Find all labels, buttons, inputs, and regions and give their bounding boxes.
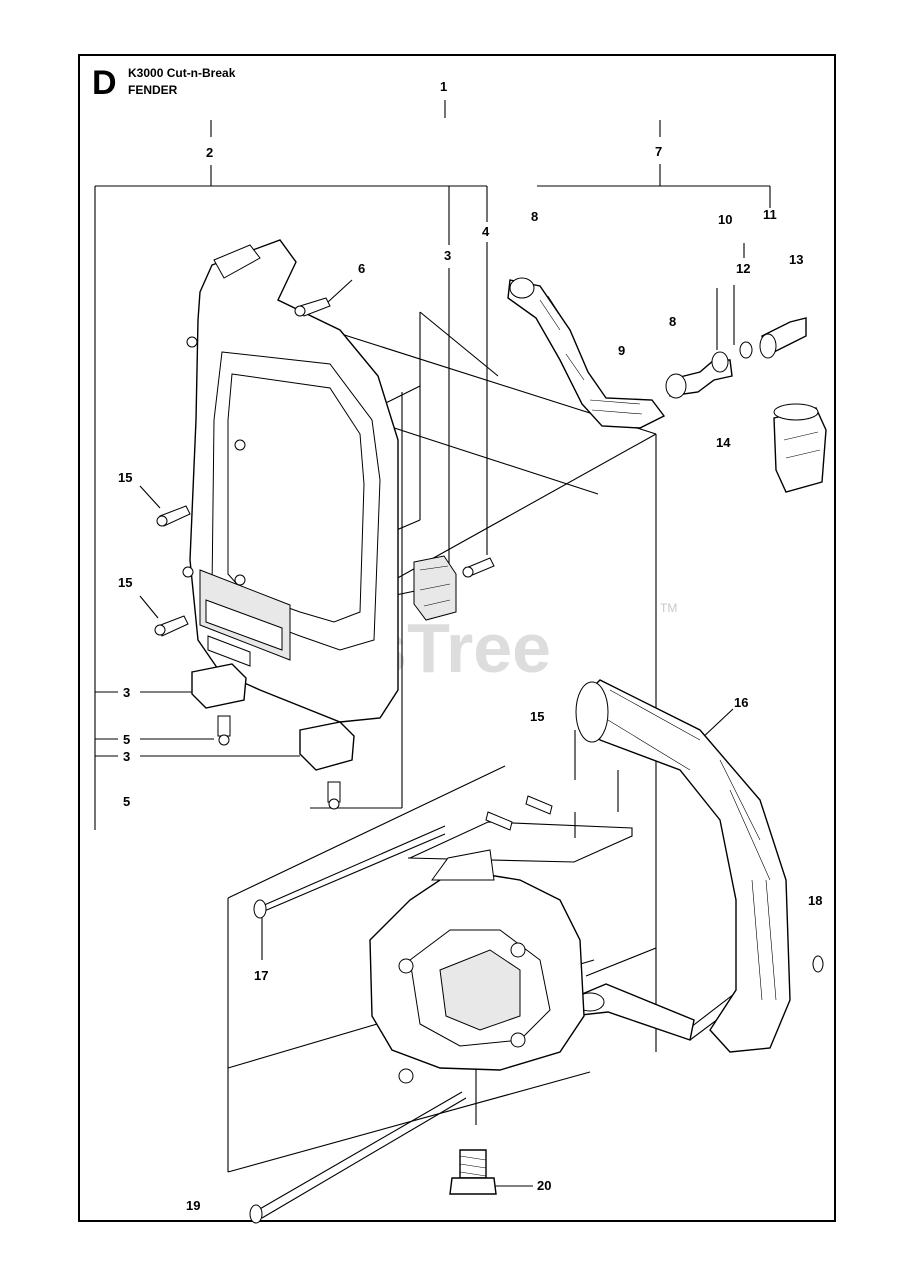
model-name: K3000 Cut-n-Break: [128, 66, 236, 80]
callout-11: 11: [763, 207, 777, 222]
bolt-heads: [249, 899, 824, 1224]
callout-1: 1: [440, 79, 447, 94]
water-hose: [507, 277, 666, 429]
callout-20: 20: [537, 1178, 551, 1193]
callout-labels: 1 2 3 3 3 4 5 5 6 7 8 8 9 10 11 12 13 14…: [118, 79, 822, 1213]
callout-19: 19: [186, 1198, 200, 1213]
callout-17: 17: [254, 968, 268, 983]
callout-4: 4: [482, 224, 490, 239]
section-letter: D: [92, 64, 117, 102]
callout-15c: 15: [530, 709, 544, 724]
callout-2: 2: [206, 145, 213, 160]
callout-10: 10: [718, 212, 732, 227]
buffer-part-3: [191, 555, 457, 771]
fender-guard: [182, 239, 399, 723]
callout-3b: 3: [123, 685, 130, 700]
callout-8b: 8: [669, 314, 676, 329]
callout-5b: 5: [123, 794, 130, 809]
callout-3c: 3: [123, 749, 130, 764]
callout-5a: 5: [123, 732, 130, 747]
callout-15a: 15: [118, 470, 132, 485]
hose-coupling-parts: [665, 317, 807, 399]
callout-7: 7: [655, 144, 662, 159]
callout-6: 6: [358, 261, 365, 276]
screws: [154, 297, 553, 831]
callout-8a: 8: [531, 209, 538, 224]
callout-18: 18: [808, 893, 822, 908]
section-name: FENDER: [128, 83, 178, 97]
callout-15b: 15: [118, 575, 132, 590]
callout-12: 12: [736, 261, 750, 276]
quick-coupling: [773, 403, 827, 493]
watermark-tm: TM: [660, 601, 677, 615]
clutch-cover: [369, 849, 585, 1084]
callout-16: 16: [734, 695, 748, 710]
diagram-frame: [78, 54, 836, 1222]
handle: [567, 679, 791, 1053]
callout-9: 9: [618, 343, 625, 358]
bolt-20: [449, 1149, 497, 1195]
callout-13: 13: [789, 252, 803, 267]
callout-14: 14: [716, 435, 731, 450]
callout-3a: 3: [444, 248, 451, 263]
